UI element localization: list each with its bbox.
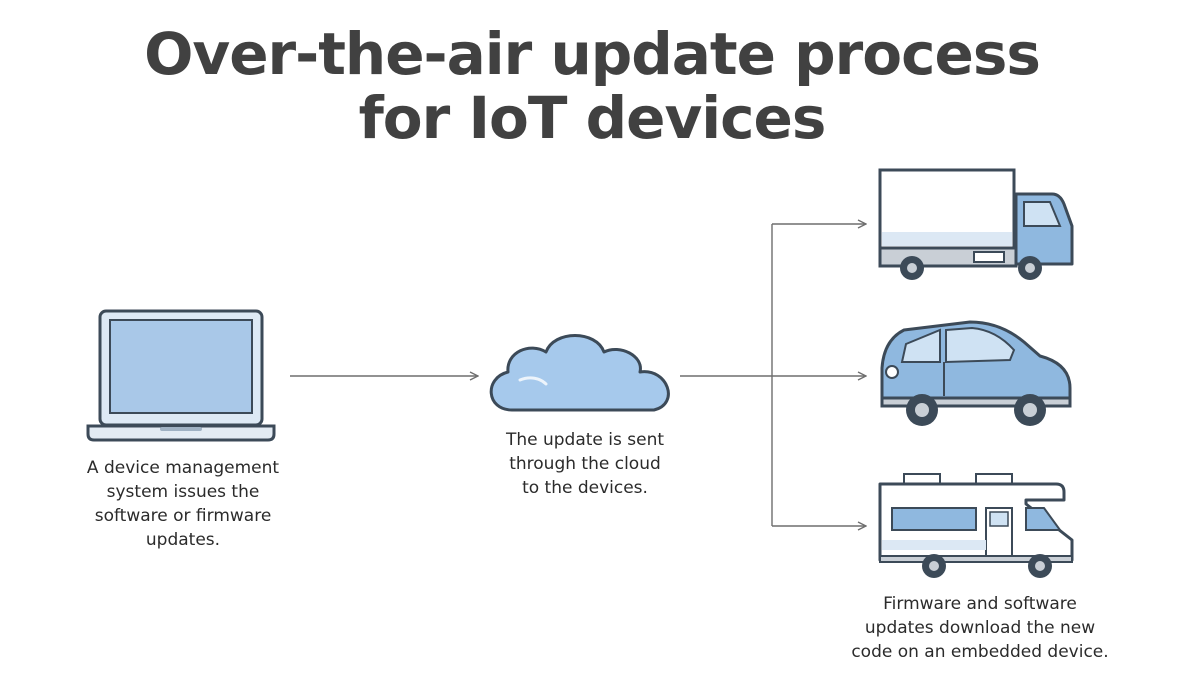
caption-cloud: The update is sent through the cloud to … — [470, 428, 700, 500]
title-line-2: for IoT devices — [358, 84, 827, 152]
laptop-icon — [86, 309, 276, 442]
distribution-arrows — [680, 224, 866, 526]
caption-line: system issues the — [106, 482, 260, 502]
rv-icon — [878, 473, 1074, 578]
caption-line: through the cloud — [509, 454, 661, 474]
caption-line: Firmware and software — [883, 594, 1077, 614]
caption-embedded-devices: Firmware and software updates download t… — [800, 592, 1160, 664]
caption-line: to the devices. — [522, 478, 648, 498]
truck-icon — [878, 168, 1074, 280]
caption-line: The update is sent — [505, 430, 665, 450]
title-line-1: Over-the-air update process — [144, 20, 1041, 88]
caption-line: software or firmware — [94, 506, 272, 526]
cloud-icon — [489, 334, 670, 412]
diagram-title: Over-the-air update process for IoT devi… — [0, 22, 1184, 150]
caption-line: A device management — [86, 458, 280, 478]
car-icon — [880, 320, 1072, 426]
caption-line: updates. — [145, 530, 221, 550]
caption-device-management: A device management system issues the so… — [52, 456, 314, 552]
caption-line: updates download the new — [864, 618, 1096, 638]
caption-line: code on an embedded device. — [851, 642, 1109, 662]
